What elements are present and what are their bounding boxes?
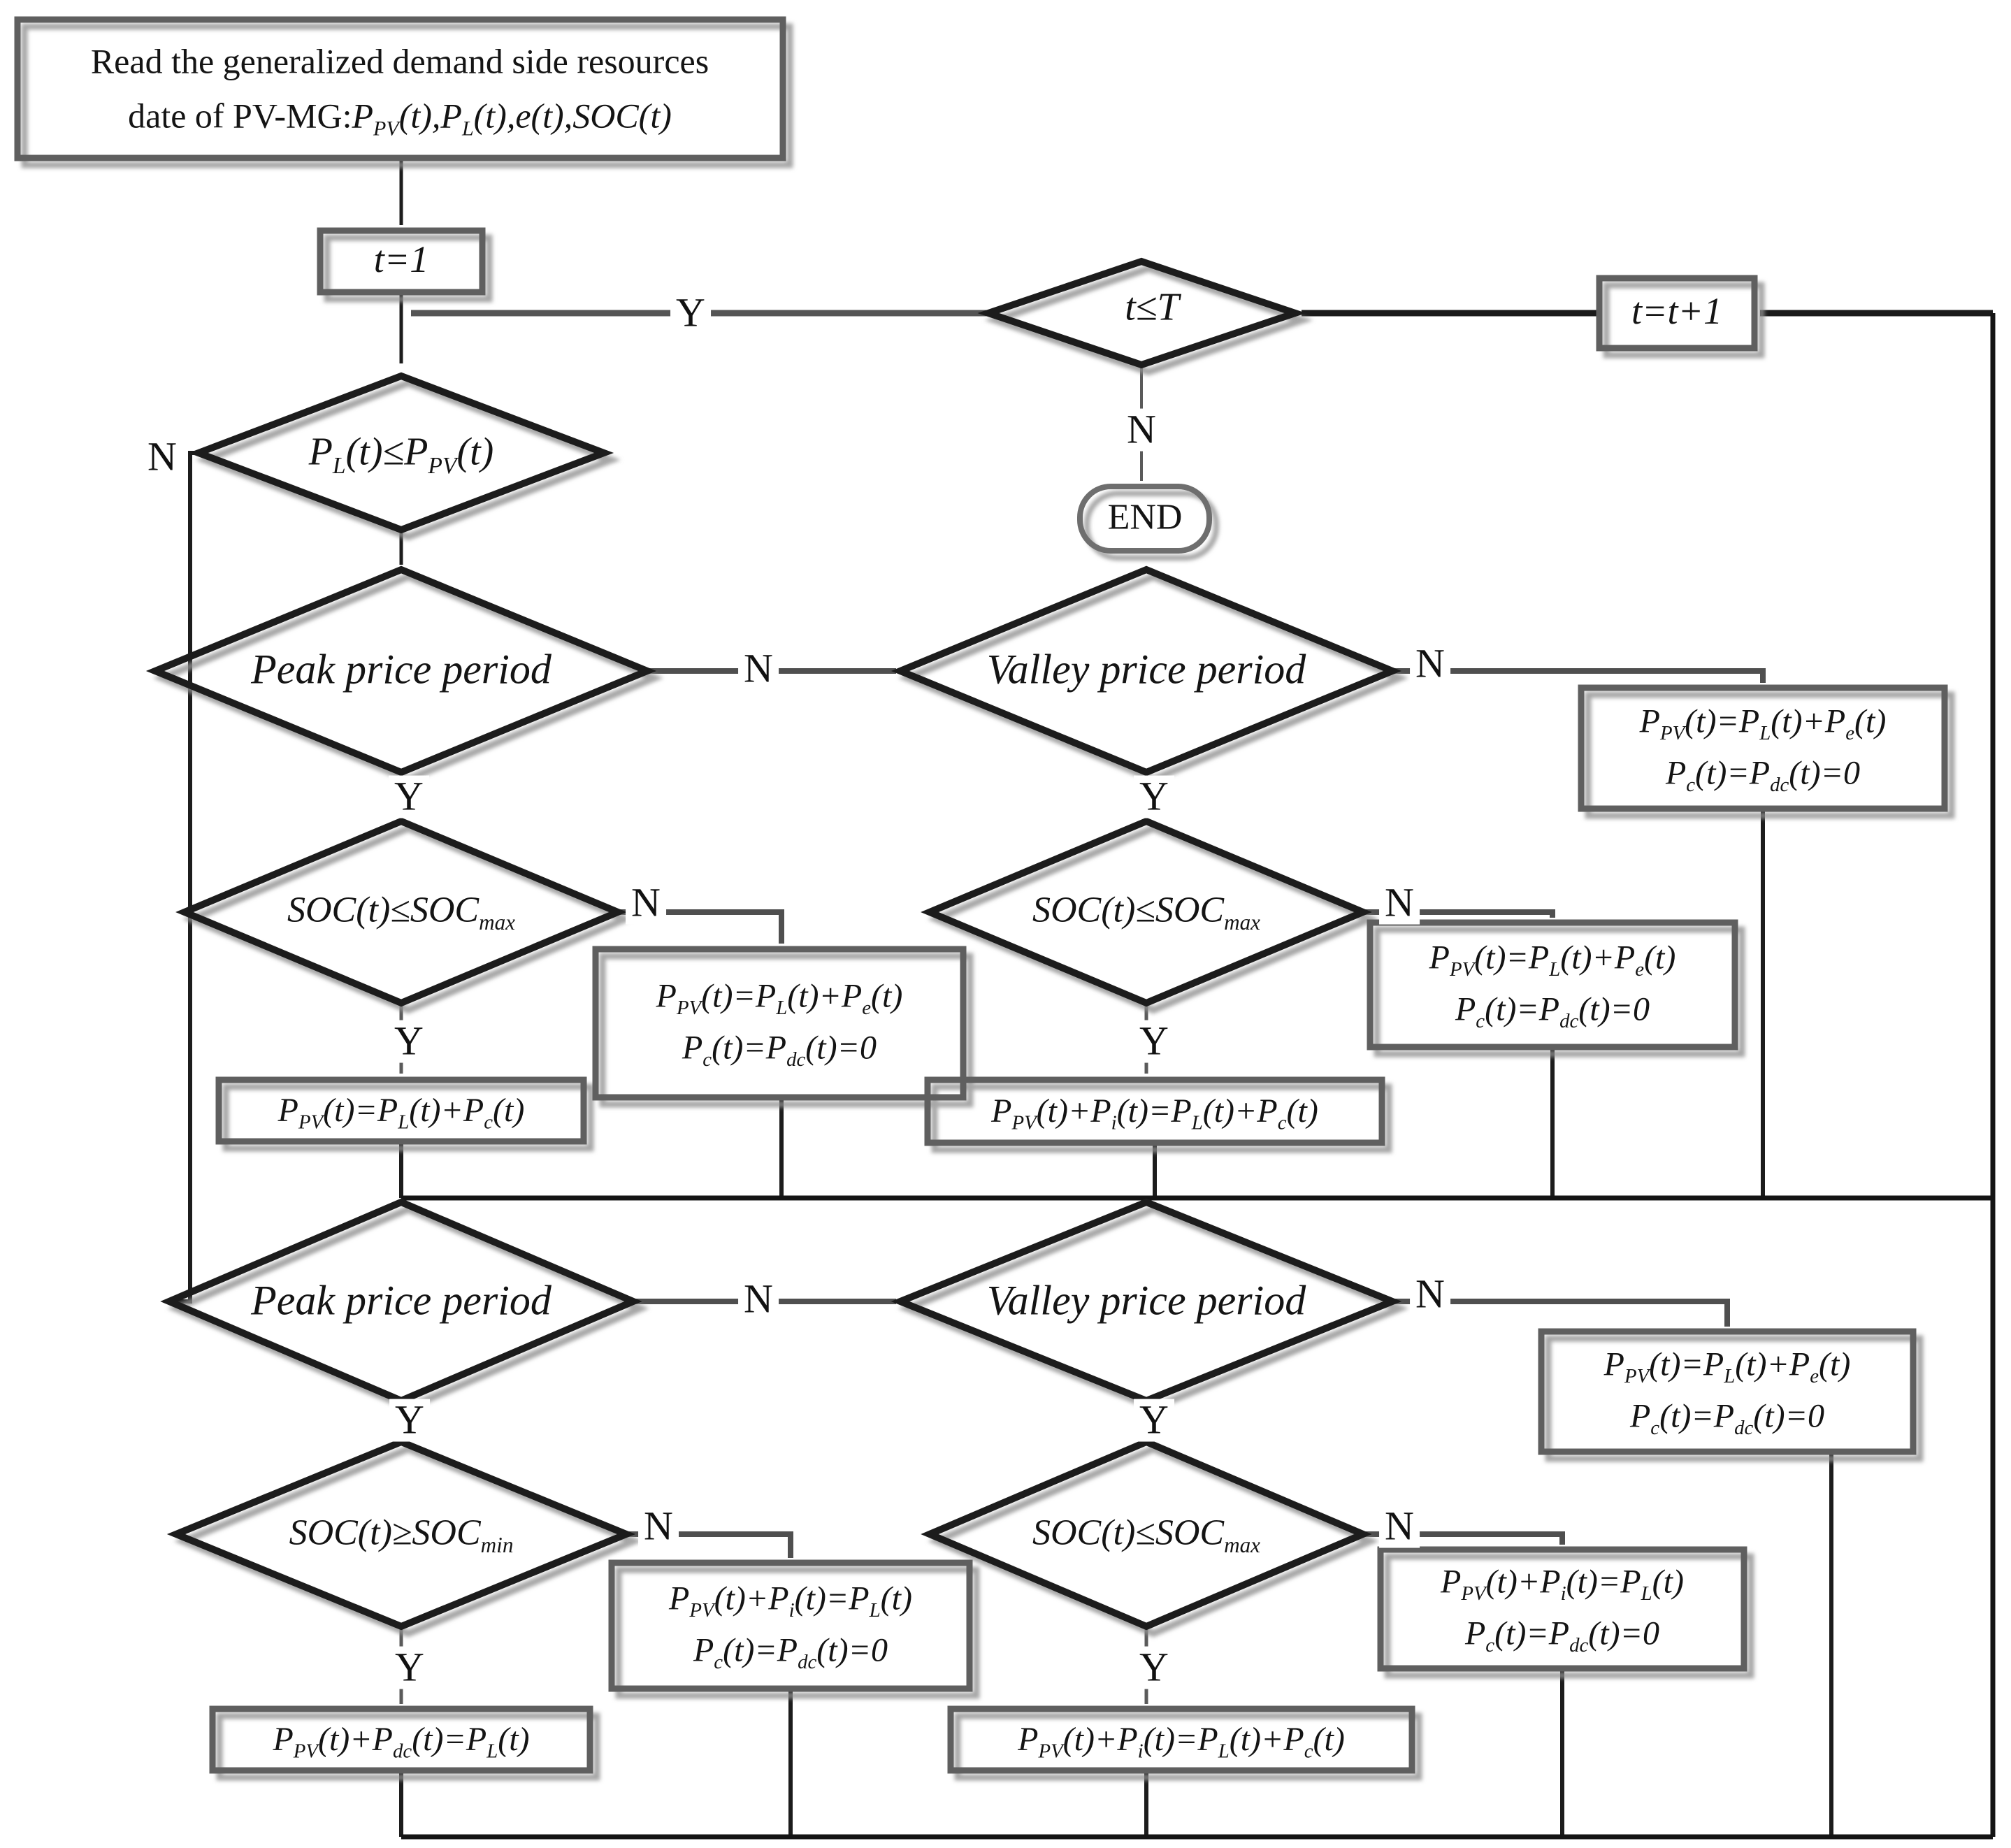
- soc1-label: SOC(t)≤SOCmax: [287, 890, 516, 935]
- socmin-label: SOC(t)≥SOCmin: [289, 1513, 514, 1558]
- edge-label-no: N: [1379, 881, 1420, 925]
- decision-valley-period-2: [891, 1198, 1402, 1405]
- nbox1-line2: Pc(t)=Pdc(t)=0: [682, 1030, 877, 1071]
- frbox1-text: PPV(t)=PL(t)+Pe(t) Pc(t)=Pdc(t)=0: [1640, 696, 1887, 800]
- node-start: [14, 16, 786, 161]
- nboxv2-line2: Pc(t)=Pdc(t)=0: [1464, 1615, 1660, 1657]
- decision-valley-period-1: [891, 565, 1402, 777]
- start-line1: Read the generalized demand side resourc…: [90, 41, 709, 81]
- ybox2-text: PPV(t)+Pdc(t)=PL(t): [273, 1720, 530, 1763]
- nbox2-line1: PPV(t)+Pi(t)=PL(t): [669, 1580, 912, 1622]
- action-box-far-right-2: [1538, 1328, 1917, 1455]
- decision-soc-min-peak-2: [166, 1438, 636, 1631]
- start-line2: date of PV-MG:PPV(t),PL(t),e(t),SOC(t): [91, 89, 709, 143]
- nbox2-text: PPV(t)+Pi(t)=PL(t) Pc(t)=Pdc(t)=0: [669, 1573, 912, 1677]
- edge-label-no: N: [638, 1505, 679, 1548]
- action-box-peak1-no: [592, 946, 967, 1101]
- net-load-label: PL(t)≤PPV(t): [308, 430, 494, 479]
- action-box-valley2-yes: [947, 1705, 1415, 1774]
- ybox1-text: PPV(t)=PL(t)+Pc(t): [277, 1091, 525, 1134]
- nboxv2-text: PPV(t)+Pi(t)=PL(t) Pc(t)=Pdc(t)=0: [1441, 1557, 1684, 1661]
- edge-label-yes: Y: [1134, 1646, 1174, 1689]
- frbox1-line2: Pc(t)=Pdc(t)=0: [1665, 755, 1861, 797]
- start-line2-prefix: date of PV-MG:: [128, 96, 352, 135]
- edge-label-yes: Y: [670, 291, 711, 335]
- nodes: [14, 16, 1948, 1774]
- edge-label-yes: Y: [389, 1646, 430, 1689]
- nboxv1-text: PPV(t)=PL(t)+Pe(t) Pc(t)=Pdc(t)=0: [1429, 932, 1676, 1037]
- edge-label-no: N: [626, 881, 666, 925]
- edge-socmin-no-to-box: [626, 1531, 793, 1558]
- action-box-peak2-no: [608, 1559, 973, 1692]
- edge-label-yes: Y: [1134, 1399, 1174, 1442]
- nboxv1-line2: Pc(t)=Pdc(t)=0: [1455, 991, 1650, 1033]
- yboxv1-text: PPV(t)+Pi(t)=PL(t)+Pc(t): [991, 1092, 1318, 1134]
- nbox1-line1: PPV(t)=PL(t)+Pe(t): [656, 977, 903, 1020]
- edge-soc1-no-to-box: [618, 909, 784, 944]
- edge-netload-no-branch: [175, 451, 199, 1304]
- edge-label-yes: Y: [389, 1020, 429, 1063]
- nboxv2-line1: PPV(t)+Pi(t)=PL(t): [1441, 1563, 1684, 1605]
- decision-loop-check: [977, 257, 1306, 369]
- edge-valley1-no-to-box: [1392, 668, 1766, 683]
- start-text: Read the generalized demand side resourc…: [91, 35, 709, 143]
- action-box-peak1-yes: [215, 1076, 587, 1145]
- frbox1-line1: PPV(t)=PL(t)+Pe(t): [1639, 702, 1887, 745]
- decision-peak-period-2: [160, 1198, 642, 1405]
- edge-label-yes: Y: [389, 1399, 430, 1442]
- valley1-label: Valley price period: [986, 646, 1306, 693]
- decision-net-load: [188, 372, 614, 534]
- frbox2-line1: PPV(t)=PL(t)+Pe(t): [1603, 1345, 1851, 1388]
- decision-peak-period-1: [145, 565, 657, 777]
- frbox2-text: PPV(t)=PL(t)+Pe(t) Pc(t)=Pdc(t)=0: [1604, 1339, 1851, 1443]
- node-end: [1077, 484, 1212, 554]
- socv2-label: SOC(t)≤SOCmax: [1032, 1513, 1261, 1558]
- edge-label-no: N: [738, 1278, 779, 1321]
- frbox2-line2: Pc(t)=Pdc(t)=0: [1629, 1398, 1825, 1440]
- socv1-label: SOC(t)≤SOCmax: [1032, 890, 1261, 935]
- yboxv2-text: PPV(t)+Pi(t)=PL(t)+Pc(t): [1018, 1720, 1345, 1763]
- loop-check-label: t≤T: [1125, 285, 1179, 329]
- action-box-valley1-no: [1367, 919, 1738, 1051]
- decision-soc-max-peak-1: [175, 817, 627, 1007]
- edge-label-yes: Y: [389, 775, 429, 818]
- edge-label-no: N: [1410, 1273, 1450, 1316]
- node-increment: [1596, 275, 1758, 352]
- peak2-label: Peak price period: [251, 1277, 552, 1324]
- connectors: [175, 158, 1996, 1840]
- edge-socv1-no-to-box: [1363, 909, 1555, 918]
- edge-valley2-no-to-box: [1392, 1299, 1730, 1327]
- valley2-label: Valley price period: [986, 1277, 1306, 1324]
- nbox1-text: PPV(t)=PL(t)+Pe(t) Pc(t)=Pdc(t)=0: [656, 971, 903, 1075]
- decision-soc-max-valley-2: [921, 1438, 1372, 1631]
- node-init: [317, 227, 486, 296]
- edge-label-no: N: [1121, 408, 1162, 452]
- nboxv1-line1: PPV(t)=PL(t)+Pe(t): [1429, 939, 1676, 981]
- nbox2-line2: Pc(t)=Pdc(t)=0: [693, 1632, 888, 1674]
- edge-label-yes: Y: [1134, 775, 1174, 818]
- edge-label-yes: Y: [1134, 1020, 1174, 1063]
- action-box-valley2-no: [1377, 1546, 1747, 1672]
- action-box-peak2-yes: [209, 1705, 593, 1774]
- start-line2-math: PPV(t),PL(t),e(t),SOC(t): [352, 96, 672, 140]
- edge-socv2-no-to-box: [1363, 1531, 1565, 1545]
- edge-label-no: N: [142, 435, 182, 479]
- decision-soc-max-valley-1: [921, 817, 1372, 1007]
- increment-label: t=t+1: [1631, 290, 1722, 333]
- peak1-label: Peak price period: [251, 646, 552, 693]
- action-box-far-right-1: [1578, 684, 1948, 812]
- action-box-valley1-yes: [924, 1076, 1385, 1146]
- end-label: END: [1107, 497, 1183, 537]
- edge-label-no: N: [738, 647, 779, 691]
- init-label: t=1: [373, 238, 429, 281]
- edge-label-no: N: [1410, 642, 1450, 686]
- edge-label-no: N: [1379, 1505, 1420, 1548]
